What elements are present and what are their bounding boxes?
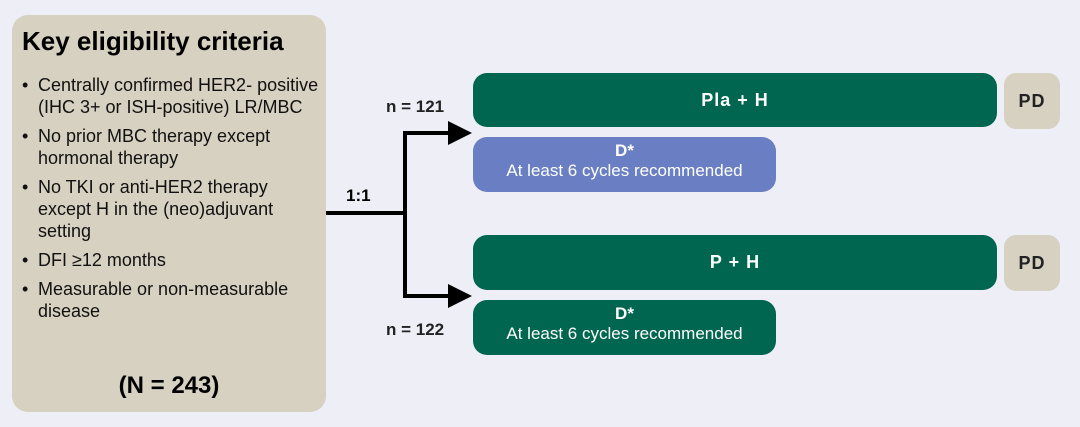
criteria-item: •Measurable or non-measurable disease [22,279,289,321]
arm-1-d-title: D* [615,141,634,160]
arm-2-d-subtitle: At least 6 cycles recommended [506,324,743,343]
arm-1-endpoint: PD [1004,73,1060,129]
arm-1-regimen: Pla + H [473,73,997,127]
arm-2-d-title: D* [615,304,634,323]
arm-1-d-subtitle: At least 6 cycles recommended [506,161,743,180]
arm-1-docetaxel-box: D* At least 6 cycles recommended [473,137,776,192]
total-n: (N = 243) [118,372,220,399]
criteria-item: •Centrally confirmed HER2- positive (IHC… [22,75,319,117]
arrowhead-lower-icon [448,284,472,308]
bullet-icon: • [22,279,29,299]
bullet-icon: • [22,75,29,95]
criteria-item: •No TKI or anti-HER2 therapy except H in… [22,177,274,241]
arm-2-docetaxel-box: D* At least 6 cycles recommended [473,300,776,355]
arm-2-regimen: P + H [473,235,997,290]
bullet-icon: • [22,250,29,270]
criteria-item: •DFI ≥12 months [22,250,166,270]
criteria-list: •Centrally confirmed HER2- positive (IHC… [22,74,322,329]
arm-2-endpoint: PD [1004,235,1060,291]
arm-1-n: n = 121 [386,97,445,116]
eligibility-panel [12,15,326,412]
bullet-icon: • [22,177,29,197]
criteria-item: •No prior MBC therapy except hormonal th… [22,126,271,168]
bullet-icon: • [22,126,29,146]
criteria-title: Key eligibility criteria [22,26,284,56]
arm-2-n: n = 122 [386,320,445,339]
randomization-ratio: 1:1 [346,186,371,205]
arrowhead-upper-icon [448,121,472,145]
